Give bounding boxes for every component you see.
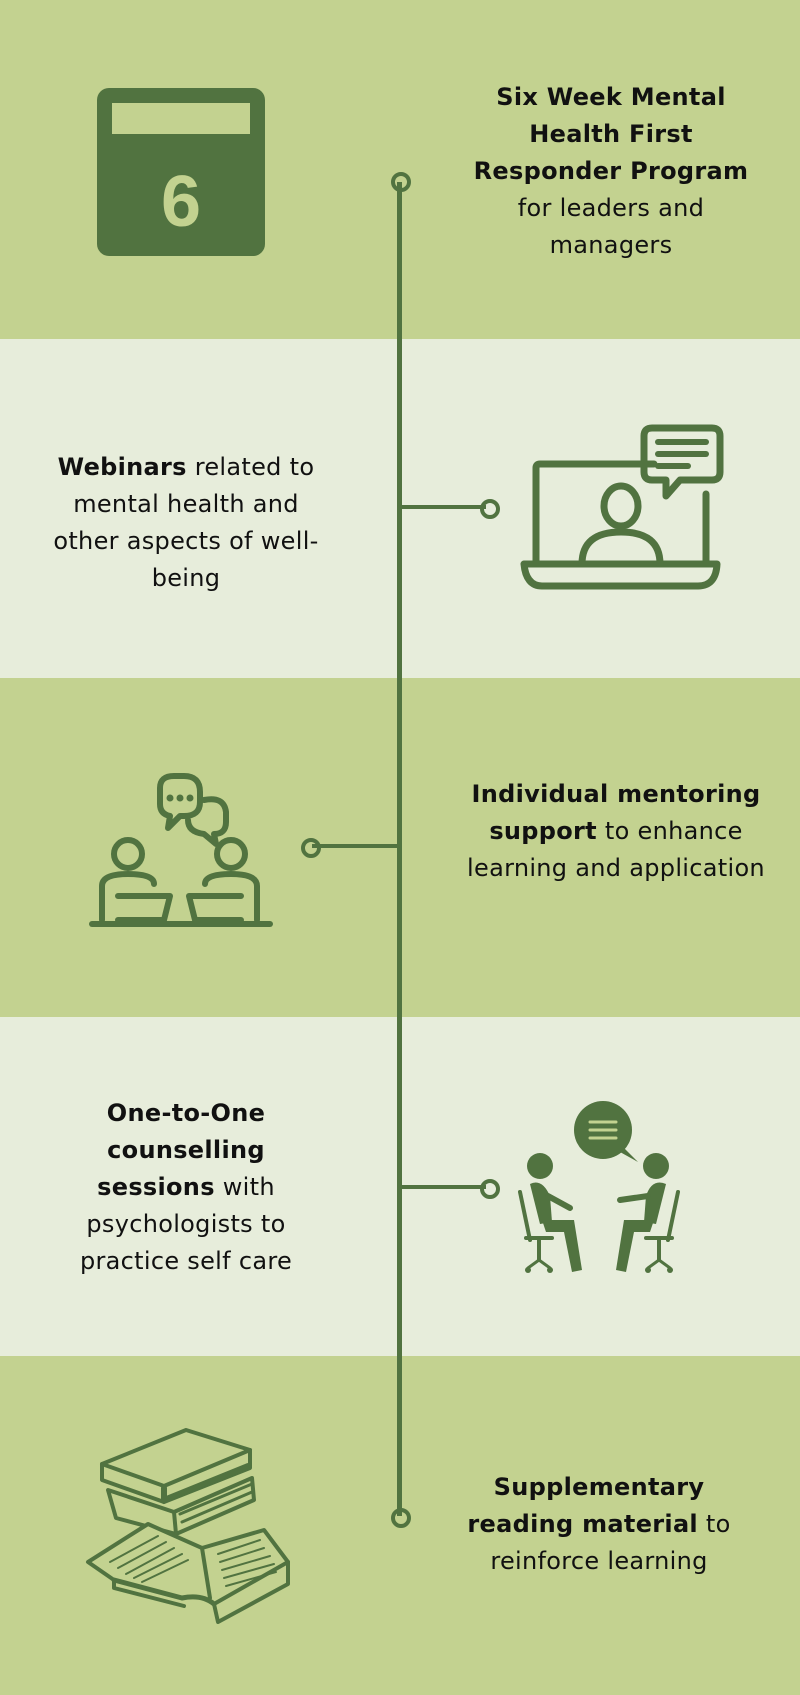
- item-2-description: related to mental health and other aspec…: [53, 453, 319, 592]
- item-1-title: Six Week Mental Health First Responder P…: [473, 83, 749, 185]
- item-1-description: for leaders and managers: [517, 194, 705, 259]
- item-5-title: Supplementary reading material: [467, 1473, 705, 1538]
- timeline-branch-3: [312, 844, 399, 848]
- item-3-text: Individual mentoring support to enhance …: [466, 776, 766, 887]
- timeline-node-5: [391, 1508, 411, 1528]
- item-4-text: One-to-One counselling sessions with psy…: [48, 1095, 324, 1280]
- item-2-title: Webinars: [57, 453, 187, 481]
- timeline-branch-4: [400, 1185, 486, 1189]
- item-5-description: to reinforce learning: [490, 1510, 731, 1575]
- item-4-description: with psychologists to practice self care: [79, 1173, 293, 1275]
- timeline-node-1: [391, 172, 411, 192]
- timeline-node-4: [480, 1179, 500, 1199]
- timeline-node-2: [480, 499, 500, 519]
- video-call-laptop-icon: [520, 422, 725, 594]
- books-icon: [84, 1428, 290, 1624]
- item-1-text: Six Week Mental Health First Responder P…: [460, 79, 762, 264]
- item-3-title: Individual mentoring support: [471, 780, 761, 845]
- calendar-icon: 6: [97, 88, 265, 256]
- item-3-description: to enhance learning and application: [467, 817, 765, 882]
- item-2-text: Webinars related to mental health and ot…: [48, 449, 324, 597]
- counselling-session-icon: [512, 1100, 712, 1278]
- calendar-number: 6: [161, 162, 201, 242]
- item-5-text: Supplementary reading material to reinfo…: [464, 1469, 734, 1580]
- timeline-branch-2: [400, 505, 486, 509]
- timeline-node-3: [301, 838, 321, 858]
- timeline-spine: [397, 182, 402, 1516]
- mentoring-chat-icon: [88, 772, 274, 928]
- item-4-title: One-to-One counselling sessions: [97, 1099, 266, 1201]
